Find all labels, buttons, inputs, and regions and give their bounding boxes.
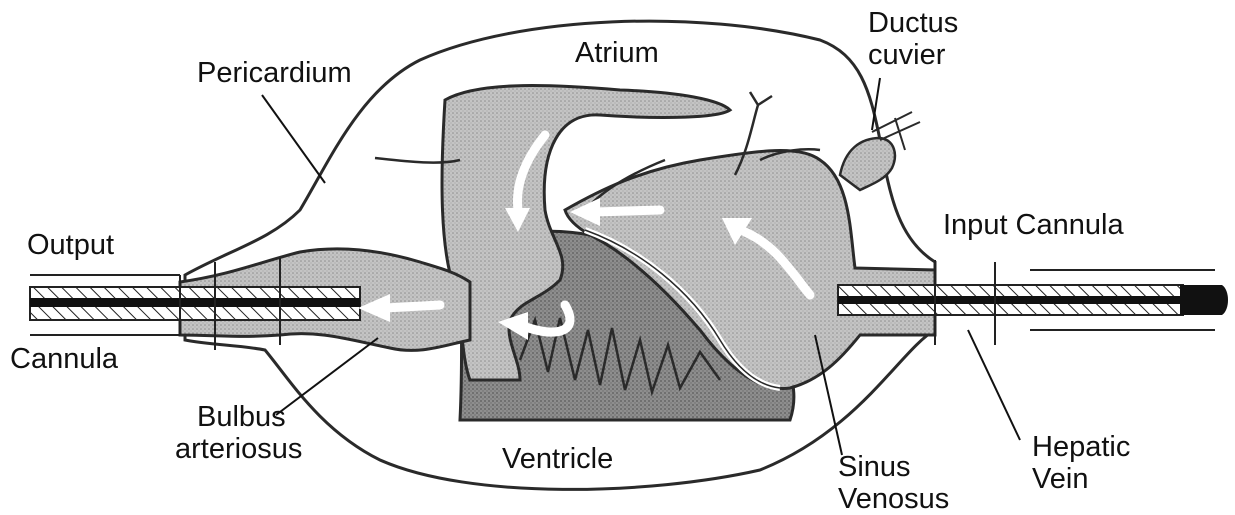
sinus-venosus-label-line2: Venosus [838,484,949,514]
input-cannula-label: Input Cannula [943,210,1124,240]
output-cannula-label-line2: Cannula [10,344,118,374]
hepatic-vein-label-line2: Vein [1032,464,1088,494]
bulbus-arteriosus-label-line1: Bulbus [197,402,286,432]
atrium-label: Atrium [575,38,659,68]
ductus-cuvier-label-line1: Ductus [868,8,958,38]
pericardium-label: Pericardium [197,58,352,88]
bulbus-arteriosus-label-line2: arteriosus [175,434,302,464]
sinus-venosus-label-line1: Sinus [838,452,911,482]
ventricle-label: Ventricle [502,444,613,474]
ductus-cuvier-label-line2: cuvier [868,40,945,70]
hepatic-vein-label-line1: Hepatic [1032,432,1130,462]
ductus-cuvier-shape [840,138,895,190]
output-cannula-label-line1: Output [27,230,114,260]
